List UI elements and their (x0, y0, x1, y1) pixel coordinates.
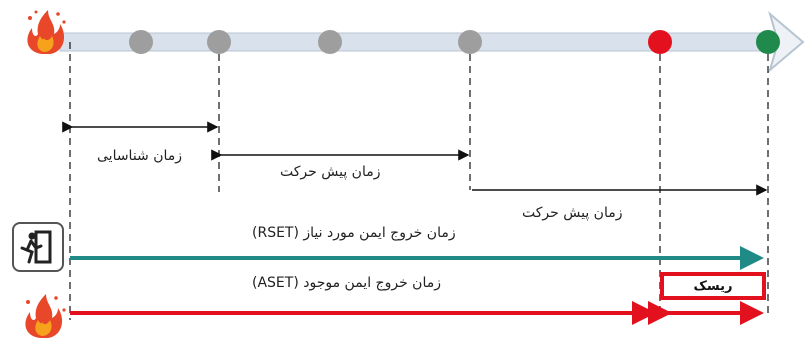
movement-time-label: زمان پیش حرکت (522, 205, 623, 221)
detection-time-label: زمان شناسایی (97, 148, 183, 164)
timeline-node-1 (129, 30, 153, 54)
timeline-node-3 (318, 30, 342, 54)
aset-label: زمان خروج ایمن موجود (ASET) (252, 275, 441, 291)
risk-box: ریسک (660, 272, 766, 300)
emergency-exit-icon (20, 230, 52, 264)
fire-icon (27, 10, 66, 54)
timeline-node-2 (207, 30, 231, 54)
timeline-node-red (648, 30, 672, 54)
emergency-exit-sign (12, 222, 64, 272)
timeline-bar (59, 11, 805, 73)
risk-label: ریسک (693, 278, 733, 294)
timeline-node-green (756, 30, 780, 54)
rset-label: زمان خروج ایمن مورد نیاز (RSET) (252, 225, 456, 241)
fire-icon (25, 294, 66, 338)
pre-movement-time-label: زمان پیش حرکت (280, 164, 381, 180)
timeline-node-4 (458, 30, 482, 54)
